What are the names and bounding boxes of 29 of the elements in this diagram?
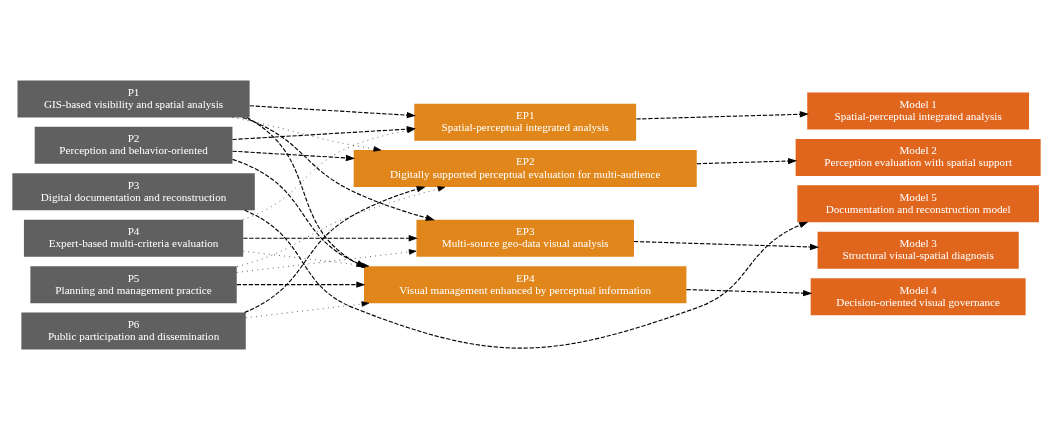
node-box: EP2 Digitally supported perceptual evaluation for multi-audience xyxy=(353,149,697,187)
arrow xyxy=(245,300,370,318)
arrow xyxy=(232,116,382,152)
arrow xyxy=(232,150,356,161)
node-box: EP3 Multi-source geo-data visual analysis xyxy=(416,219,634,257)
node-box: P6 Public participation and dissemination xyxy=(21,312,246,350)
node-box: Model 5 Documentation and reconstruction model xyxy=(797,184,1039,222)
node-box: Model 1 Spatial-perceptual integrated analysis xyxy=(807,92,1030,129)
node-box: P2 Perception and behavior-oriented xyxy=(34,126,233,164)
node-box: EP1 Spatial-perceptual integrated analysis xyxy=(414,103,637,141)
arrow xyxy=(242,234,418,241)
node-box: Model 3 Structural visual-spatial diagnosis xyxy=(817,231,1019,269)
node-box: Model 4 Decision-oriented visual governance xyxy=(810,277,1026,315)
arrow xyxy=(236,280,366,288)
node-box: P1 GIS-based visibility and spatial analysis xyxy=(17,79,250,117)
arrow xyxy=(249,104,416,118)
node-box: P5 Planning and management practice xyxy=(30,265,237,303)
node-box: P3 Digital documentation and reconstruction xyxy=(12,172,255,210)
arrow xyxy=(635,110,809,120)
arrow xyxy=(633,240,820,250)
node-box: P4 Expert-based multi-criteria evaluation xyxy=(23,219,244,257)
node-box: EP4 Visual management enhanced by perceptual information xyxy=(364,265,687,303)
node-box: Model 2 Perception evaluation with spatial support xyxy=(795,138,1041,176)
arrow xyxy=(244,185,426,313)
arrow xyxy=(686,288,813,296)
arrow xyxy=(236,248,417,273)
arrow xyxy=(242,116,435,221)
arrow xyxy=(696,157,798,164)
arrow xyxy=(244,209,809,349)
